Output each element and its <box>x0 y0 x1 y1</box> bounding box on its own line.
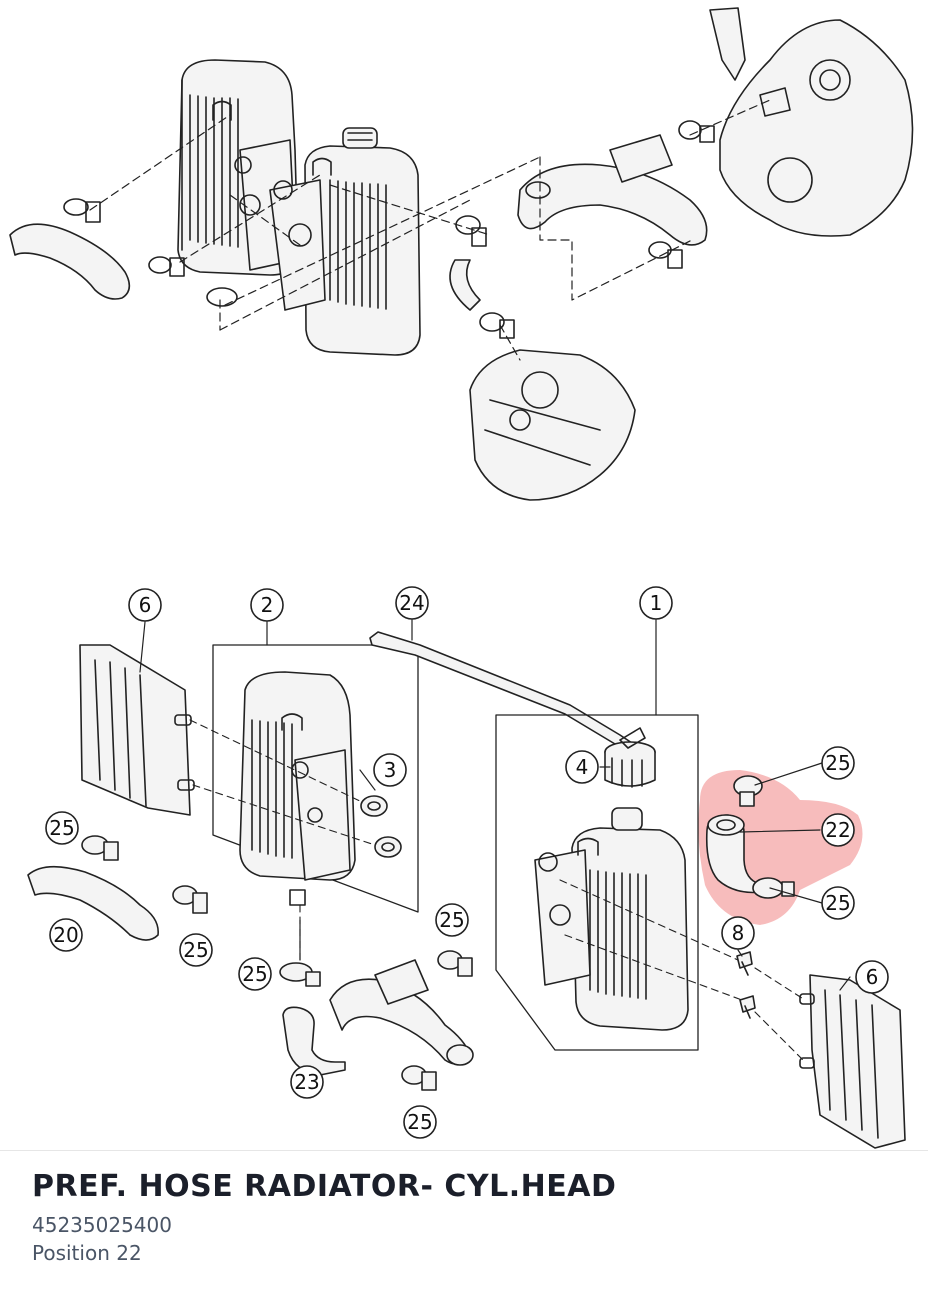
callout-label: 25 <box>825 891 850 915</box>
callout-label: 6 <box>139 593 152 617</box>
callout-label: 24 <box>399 591 424 615</box>
callout-label: 25 <box>242 962 267 986</box>
callout-circle <box>403 1105 437 1139</box>
callout-circle <box>179 933 213 967</box>
hose-20 <box>27 865 159 941</box>
left-hose-top <box>9 223 131 300</box>
callout-circle <box>250 588 284 622</box>
exploded-view: 6 2 24 1 3 4 25 22 25 25 20 25 25 25 8 6 23 25 <box>27 586 906 1149</box>
callout-label: 25 <box>439 908 464 932</box>
clamps-25-left <box>81 835 208 914</box>
callout-circle <box>821 886 855 920</box>
callout-circle <box>49 918 83 952</box>
callout-circle <box>45 811 79 845</box>
right-radiator-assembled <box>269 127 421 356</box>
radiator-shroud-right <box>799 974 906 1149</box>
callout-circle <box>855 960 889 994</box>
callout-c25a: 25 <box>821 746 855 780</box>
callout-label: 1 <box>650 591 663 615</box>
callout-label: 25 <box>183 938 208 962</box>
callout-c6a: 6 <box>128 588 162 622</box>
product-title: PREF. HOSE RADIATOR- CYL.HEAD <box>32 1169 617 1204</box>
callout-label: 2 <box>261 593 274 617</box>
part-number: 45235025400 <box>32 1213 172 1237</box>
callout-c25g: 25 <box>403 1105 437 1139</box>
hose-22 <box>705 814 763 894</box>
assembly-overview <box>9 7 914 501</box>
group-box-2 <box>212 644 419 913</box>
dashed-leaders-top <box>89 99 771 361</box>
callout-circle <box>373 753 407 787</box>
callout-circle <box>238 957 272 991</box>
callout-c4: 4 <box>565 750 599 784</box>
callout-c25f: 25 <box>238 957 272 991</box>
radiator-right <box>534 807 689 1031</box>
radiator-left <box>239 671 356 906</box>
grommets-3 <box>360 795 402 858</box>
diagram-svg: 6 2 24 1 3 4 25 22 25 25 20 25 25 25 8 6 23 25 <box>9 7 914 1149</box>
engine-cover-top <box>709 7 914 237</box>
overflow-hose-24 <box>369 631 636 753</box>
radiator-shroud-left <box>79 644 195 816</box>
callout-c6b: 6 <box>855 960 889 994</box>
hose-23 <box>282 959 474 1076</box>
callout-c25e: 25 <box>435 903 469 937</box>
callout-label: 6 <box>866 965 879 989</box>
callout-circle <box>128 588 162 622</box>
callout-label: 25 <box>407 1110 432 1134</box>
callout-label: 3 <box>384 758 397 782</box>
coupler-hose-top <box>609 134 673 183</box>
callout-label: 4 <box>576 755 589 779</box>
callout-c24: 24 <box>395 586 429 620</box>
callout-c20: 20 <box>49 918 83 952</box>
callout-circle <box>639 586 673 620</box>
callout-circle <box>395 586 429 620</box>
cylinder-head-top <box>449 259 636 501</box>
callout-circle <box>565 750 599 784</box>
callout-c25d: 25 <box>179 933 213 967</box>
callout-label: 25 <box>825 751 850 775</box>
callout-circle <box>821 813 855 847</box>
callout-label: 23 <box>294 1070 319 1094</box>
dashed-leaders-bottom <box>189 719 806 1063</box>
callout-circle <box>290 1065 324 1099</box>
exploded-parts-diagram: 6 2 24 1 3 4 25 22 25 25 20 25 25 25 8 6 23 25 <box>9 7 914 1149</box>
callout-label: 8 <box>732 921 745 945</box>
clamps-25-bottom <box>279 950 473 1091</box>
callout-c25c: 25 <box>45 811 79 845</box>
callout-markers: 6 2 24 1 3 4 25 22 25 25 20 25 25 25 8 6 23 25 <box>45 586 889 1139</box>
callout-c3: 3 <box>373 753 407 787</box>
upper-hose-top <box>517 163 708 246</box>
position-label: Position 22 <box>32 1241 142 1265</box>
bolts-8 <box>736 951 756 1019</box>
radiator-cap-4 <box>604 727 656 788</box>
product-info-footer: PREF. HOSE RADIATOR- CYL.HEAD 4523502540… <box>0 1150 928 1291</box>
clamps-25-highlight <box>733 775 795 899</box>
callout-circle <box>721 916 755 950</box>
callout-label: 22 <box>825 818 850 842</box>
callout-c1: 1 <box>639 586 673 620</box>
callout-c22: 22 <box>821 813 855 847</box>
group-box-1 <box>495 714 699 1051</box>
callout-circle <box>435 903 469 937</box>
callout-c23: 23 <box>290 1065 324 1099</box>
callout-label: 20 <box>53 923 78 947</box>
callout-circle <box>821 746 855 780</box>
callout-label: 25 <box>49 816 74 840</box>
callout-c25b: 25 <box>821 886 855 920</box>
callout-c8: 8 <box>721 916 755 950</box>
callout-c2: 2 <box>250 588 284 622</box>
